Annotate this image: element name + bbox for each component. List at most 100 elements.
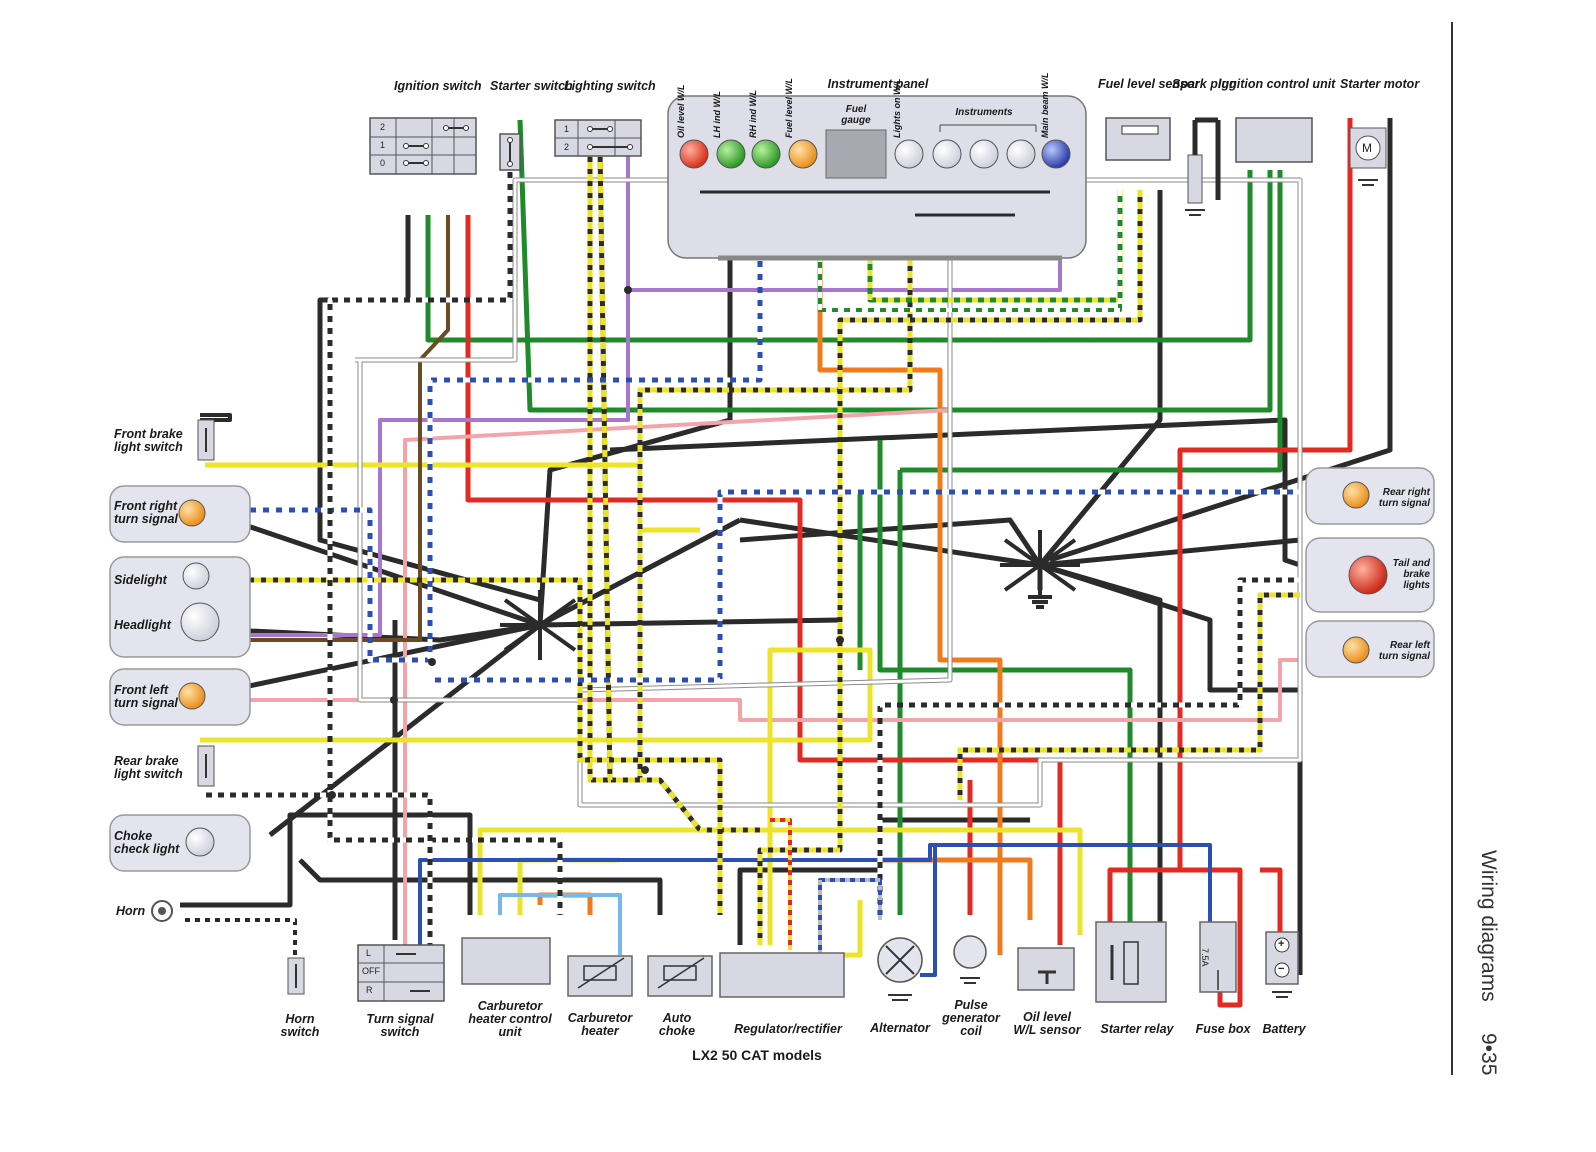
wire-black <box>1049 118 1393 563</box>
wire-pink <box>230 658 1300 722</box>
fuse-box-label: Fuse box <box>1195 1022 1251 1036</box>
wire-yellow <box>517 857 620 915</box>
wire-green <box>877 440 1133 945</box>
wire-black <box>298 858 663 915</box>
lighting-switch <box>554 119 642 157</box>
regulator-rectifier-label: Regulator/rectifier <box>734 1022 842 1036</box>
section-name: Wiring diagrams <box>1477 850 1500 1002</box>
lights-on-wl-label: Lights on W/L <box>892 78 902 138</box>
fuse-rating: 7.5A <box>1200 948 1210 967</box>
auto-choke-label: Auto choke <box>658 1011 696 1038</box>
carburetor-heater-control-unit-label: Carburetor heater control unit <box>468 999 552 1039</box>
wire-black-white <box>877 577 1300 915</box>
ignition-control-unit-label: Ignition control unit <box>1218 77 1336 91</box>
pulse-generator-coil-body <box>953 935 987 984</box>
headlight-label: Headlight <box>114 618 171 632</box>
fuel-level-sensor-label: Fuel level sensor <box>1098 77 1200 91</box>
ignition-switch-label: Ignition switch <box>394 79 482 93</box>
horn-switch-label: Horn switch <box>280 1012 320 1039</box>
instrument-bulbs <box>679 139 1071 169</box>
wire-white-green <box>818 190 1122 312</box>
wire-harness <box>180 118 1393 1008</box>
rear-left-turn-signal-label: Rear left turn signal <box>1378 640 1430 662</box>
fuel-level-sensor <box>1105 117 1171 161</box>
earth-point-front <box>500 590 580 660</box>
wire-pink <box>403 408 951 945</box>
rh-ind-wl-label: RH ind W/L <box>748 90 758 138</box>
bottom-component-symbols <box>577 941 1219 990</box>
wire-black <box>1039 562 1163 950</box>
diagram-title: LX2 50 CAT models <box>692 1047 822 1063</box>
horn-switch-body <box>287 957 305 995</box>
alternator-body <box>877 937 923 1001</box>
battery-minus: − <box>1278 963 1285 975</box>
wire-black-white <box>327 130 563 915</box>
right-lamps <box>1342 481 1388 664</box>
instruments-label: Instruments <box>950 106 1018 119</box>
front-brake-light-switch-body <box>197 419 215 461</box>
ignition-switch <box>369 117 477 175</box>
wire-black <box>180 812 473 915</box>
wire-red <box>465 215 1063 945</box>
wire-black-white-base <box>200 413 232 422</box>
front-left-turn-signal-label: Front left turn signal <box>114 683 178 710</box>
wire-red-yellow-base <box>770 818 792 950</box>
tail-and-brake-lights-label: Tail and brake lights <box>1392 558 1430 591</box>
ignition-pos-1: 1 <box>380 140 386 150</box>
wire-brown <box>230 215 450 642</box>
wire-black <box>1038 190 1163 567</box>
wire-grey-blue-base <box>818 878 882 955</box>
turn-signal-pos-r: R <box>366 985 373 995</box>
alternator-label: Alternator <box>870 1021 930 1035</box>
choke-check-light-label: Choke check light <box>114 829 180 856</box>
wire-blue <box>418 843 1212 945</box>
wire-white <box>355 178 1302 807</box>
wire-blue-white <box>430 489 1300 683</box>
battery-plus: + <box>1278 938 1285 950</box>
wire-black-white <box>200 792 433 945</box>
lighting-switch-label: Lighting switch <box>564 79 656 93</box>
starter-motor-label: Starter motor <box>1340 77 1420 91</box>
turn-signal-pos-off: OFF <box>362 966 380 976</box>
motor-symbol: M <box>1362 141 1372 155</box>
wire-yellow <box>760 900 863 958</box>
wire-black <box>739 517 1301 568</box>
rear-brake-light-switch-body <box>197 745 215 787</box>
horn-label: Horn <box>116 904 146 918</box>
horn-body <box>151 900 173 922</box>
wire-yellow-black <box>230 577 723 915</box>
wire-yellow-black <box>597 149 760 833</box>
instrument-panel <box>667 95 1087 261</box>
wire-green <box>900 170 1283 473</box>
wire-white <box>579 250 952 692</box>
left-lamps <box>178 499 220 857</box>
ignition-control-unit <box>1235 117 1313 163</box>
wire-yellow-black <box>757 190 1143 945</box>
turn-signal-pos-l: L <box>366 948 372 958</box>
earth-point-rear <box>1000 530 1080 609</box>
sidelight-label: Sidelight <box>114 573 167 587</box>
carburetor-heater-label: Carburetor heater <box>567 1011 633 1038</box>
starter-switch-label: Starter switch <box>490 79 573 93</box>
wire-black-white <box>180 918 297 965</box>
wire-black <box>317 215 541 603</box>
wire-yellow <box>200 647 873 945</box>
wire-orange <box>537 892 593 915</box>
front-right-turn-signal-label: Front right turn signal <box>114 499 178 526</box>
turn-signal-switch-body <box>357 944 445 1002</box>
battery-label: Battery <box>1262 1022 1306 1036</box>
battery-body <box>1272 937 1292 998</box>
pulse-generator-coil-label: Pulse generator coil <box>942 998 1000 1038</box>
lighting-pos-1: 1 <box>564 124 570 134</box>
wire-black-white-base <box>180 918 297 965</box>
turn-signal-switch-label: Turn signal switch <box>366 1012 434 1039</box>
main-beam-wl-label: Main beam W/L <box>1040 72 1050 138</box>
wire-red <box>1260 867 1283 935</box>
ignition-pos-2: 2 <box>380 122 386 132</box>
oil-level-wl-label: Oil level W/L <box>676 84 686 138</box>
spark-plug <box>1185 117 1221 216</box>
wire-red-yellow <box>770 818 792 950</box>
spark-plug-label: Spark plug <box>1172 77 1237 91</box>
starter-relay-label: Starter relay <box>1100 1022 1174 1036</box>
